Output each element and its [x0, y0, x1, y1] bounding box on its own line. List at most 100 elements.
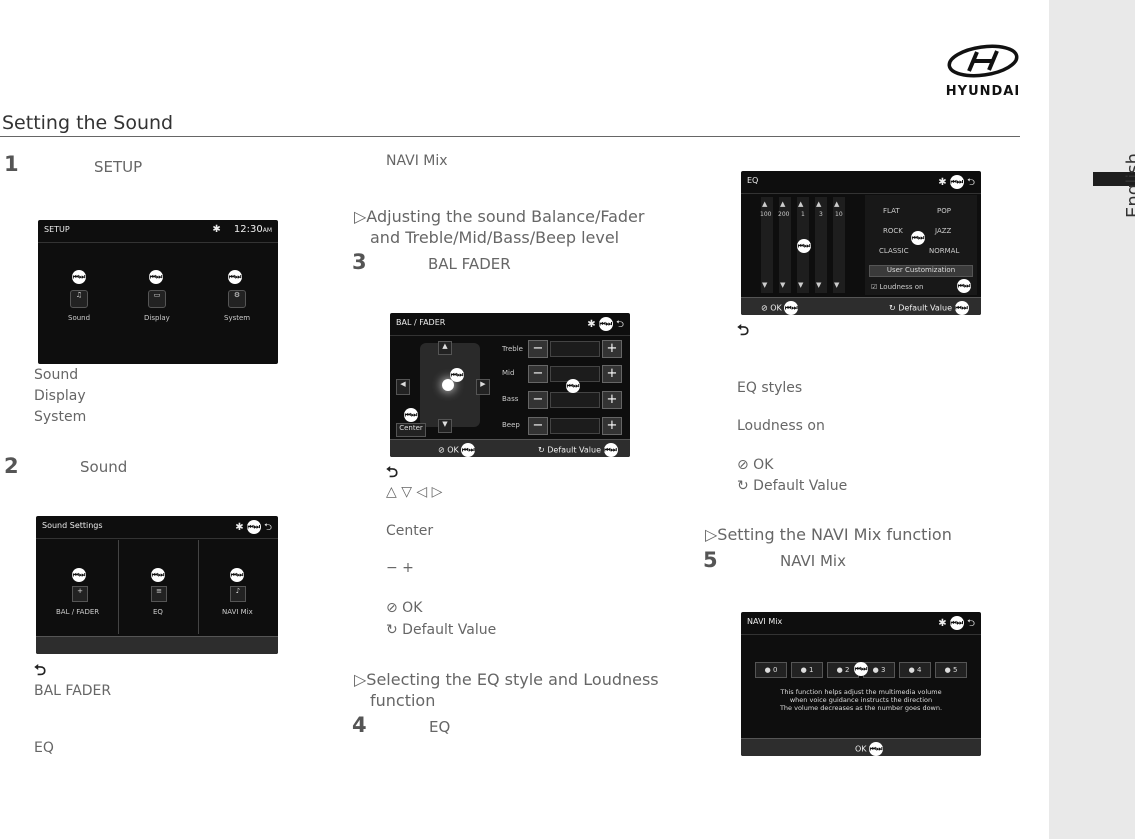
- display-icon[interactable]: ▭: [148, 290, 166, 308]
- step-4-number: 4: [352, 713, 367, 737]
- bal-default-label: Default Value: [547, 445, 601, 455]
- row-label-treble: Treble: [502, 345, 523, 353]
- fader-down-button[interactable]: ▼: [438, 419, 452, 433]
- label-eq-ok: ⊘ OK: [737, 457, 774, 473]
- bal-default-button[interactable]: ↻ Default Value ⏮⏭: [538, 443, 618, 457]
- label-default-value: ↻ Default Value: [386, 622, 497, 638]
- sound-item-eq[interactable]: EQ: [153, 608, 163, 616]
- eq-icon[interactable]: ≡: [151, 586, 167, 602]
- callout-icon: ⏮⏭: [911, 231, 925, 245]
- eq-style-pop[interactable]: POP: [937, 207, 951, 215]
- bluetooth-icon: ✱: [587, 319, 596, 330]
- sound-screen-title: Sound Settings: [42, 521, 103, 530]
- navi-level-3[interactable]: ● 3: [863, 662, 895, 678]
- bass-plus-button[interactable]: +: [602, 391, 622, 409]
- eq-default-button[interactable]: ↻ Default Value ⏮⏭: [889, 301, 969, 315]
- treble-plus-button[interactable]: +: [602, 340, 622, 358]
- label-sound: Sound: [34, 367, 79, 383]
- bass-minus-button[interactable]: −: [528, 391, 548, 409]
- fader-up-button[interactable]: ▲: [438, 341, 452, 355]
- clock-ampm: AM: [262, 227, 272, 234]
- eq-ok-button[interactable]: ⊘ OK ⏮⏭: [761, 301, 799, 315]
- sound-item-navi-mix[interactable]: NAVI Mix: [222, 608, 253, 616]
- back-icon[interactable]: ⮌: [966, 177, 975, 188]
- callout-icon: ⏮⏭: [949, 175, 964, 189]
- bal-screen-title: BAL / FADER: [396, 318, 446, 327]
- back-icon[interactable]: ⮌: [615, 319, 624, 330]
- setup-item-sound[interactable]: Sound: [68, 314, 91, 322]
- eq-freq-3: 3: [819, 211, 823, 218]
- fader-position-dot[interactable]: [442, 379, 454, 391]
- label-back-icon-4: ⮌: [737, 321, 750, 339]
- bal-fader-icon[interactable]: +: [72, 586, 88, 602]
- eq-band-200[interactable]: [779, 197, 791, 293]
- navi-desc-line3: The volume decreases as the number goes …: [779, 704, 943, 712]
- eq-band-100[interactable]: [761, 197, 773, 293]
- treble-slider[interactable]: [550, 341, 600, 357]
- step-5-text: NAVI Mix: [780, 552, 846, 570]
- subheading-balance-line1: ▷Adjusting the sound Balance/Fader: [354, 207, 645, 226]
- beep-minus-button[interactable]: −: [528, 417, 548, 435]
- step-1-number: 1: [4, 152, 19, 176]
- user-customization-button[interactable]: User Customization: [869, 265, 973, 277]
- beep-slider[interactable]: [550, 418, 600, 434]
- eq-screen-title: EQ: [747, 176, 759, 185]
- back-icon[interactable]: ⮌: [263, 522, 272, 533]
- bluetooth-icon: ✱: [938, 177, 947, 188]
- navi-mix-screen: NAVI Mix ✱ ⏮⏭ ⮌ ● 0 ● 1 ● 2 ● 3 ● 4 ● 5 …: [741, 612, 981, 756]
- callout-icon: ⏮⏭: [784, 301, 799, 315]
- navi-level-1[interactable]: ● 1: [791, 662, 823, 678]
- back-icon[interactable]: ⮌: [966, 618, 975, 629]
- bass-slider[interactable]: [550, 392, 600, 408]
- mid-plus-button[interactable]: +: [602, 365, 622, 383]
- setup-screen: SETUP ✱ 12:30AM ⏮⏭ ⏮⏭ ⏮⏭ ♫ ▭ ⚙ Sound Dis…: [38, 220, 278, 364]
- subheading-balance-line2: and Treble/Mid/Bass/Beep level: [370, 228, 620, 247]
- language-tab-marker: [1093, 172, 1135, 186]
- loudness-checkbox[interactable]: ☑ Loudness on: [871, 283, 924, 291]
- callout-icon: ⏮⏭: [949, 616, 964, 630]
- row-label-bass: Bass: [502, 395, 519, 403]
- side-tab-strip: [1049, 0, 1135, 839]
- sound-icon[interactable]: ♫: [70, 290, 88, 308]
- eq-style-panel: FLAT POP ROCK JAZZ CLASSIC NORMAL ⏮⏭ Use…: [865, 195, 977, 295]
- eq-band-3k[interactable]: [815, 197, 827, 293]
- callout-icon: ⏮⏭: [854, 662, 868, 676]
- eq-style-normal[interactable]: NORMAL: [929, 247, 960, 255]
- label-plus-minus: − +: [386, 560, 414, 576]
- navi-level-4[interactable]: ● 4: [899, 662, 931, 678]
- eq-style-rock[interactable]: ROCK: [883, 227, 903, 235]
- balance-right-button[interactable]: ▶: [476, 379, 490, 395]
- bal-fader-screen: BAL / FADER ✱ ⏮⏭ ⮌ ▲ ▼ ◀ ▶ ⏮⏭ ⏮⏭ Center …: [390, 313, 630, 457]
- setup-item-display[interactable]: Display: [144, 314, 170, 322]
- balance-left-button[interactable]: ◀: [396, 379, 410, 395]
- eq-band-10k[interactable]: [833, 197, 845, 293]
- brand-wordmark: HYUNDAI: [945, 84, 1021, 99]
- eq-style-flat[interactable]: FLAT: [883, 207, 900, 215]
- navi-level-5[interactable]: ● 5: [935, 662, 967, 678]
- eq-bands: ▲ ▲ ▲ ▲ ▲ 100 200 1 3 10 ▼ ▼ ▼ ▼ ▼ ⏮⏭: [757, 197, 857, 293]
- callout-icon: ⏮⏭: [404, 408, 418, 422]
- step-4-text: EQ: [429, 718, 451, 736]
- center-button[interactable]: Center: [396, 423, 426, 437]
- eq-style-jazz[interactable]: JAZZ: [935, 227, 952, 235]
- system-icon[interactable]: ⚙: [228, 290, 246, 308]
- callout-icon: ⏮⏭: [246, 520, 261, 534]
- navi-ok-button[interactable]: OK ⏮⏭: [855, 742, 884, 756]
- navi-mix-icon[interactable]: ♪: [230, 586, 246, 602]
- sound-item-bal-fader[interactable]: BAL / FADER: [56, 608, 100, 616]
- mid-minus-button[interactable]: −: [528, 365, 548, 383]
- treble-minus-button[interactable]: −: [528, 340, 548, 358]
- eq-freq-10: 10: [835, 211, 843, 218]
- eq-freq-100: 100: [760, 211, 772, 218]
- sound-settings-screen: Sound Settings ✱ ⏮⏭ ⮌ ⏮⏭ ⏮⏭ ⏮⏭ + ≡ ♪ BAL…: [36, 516, 278, 654]
- beep-plus-button[interactable]: +: [602, 417, 622, 435]
- navi-level-0[interactable]: ● 0: [755, 662, 787, 678]
- callout-icon: ⏮⏭: [461, 443, 476, 457]
- bal-ok-button[interactable]: ⊘ OK ⏮⏭: [438, 443, 476, 457]
- callout-icon: ⏮⏭: [72, 568, 86, 582]
- row-label-beep: Beep: [502, 421, 520, 429]
- subheading-eq-line2: function: [370, 691, 436, 710]
- eq-style-classic[interactable]: CLASSIC: [879, 247, 909, 255]
- callout-icon: ⏮⏭: [72, 270, 86, 284]
- setup-item-system[interactable]: System: [224, 314, 251, 322]
